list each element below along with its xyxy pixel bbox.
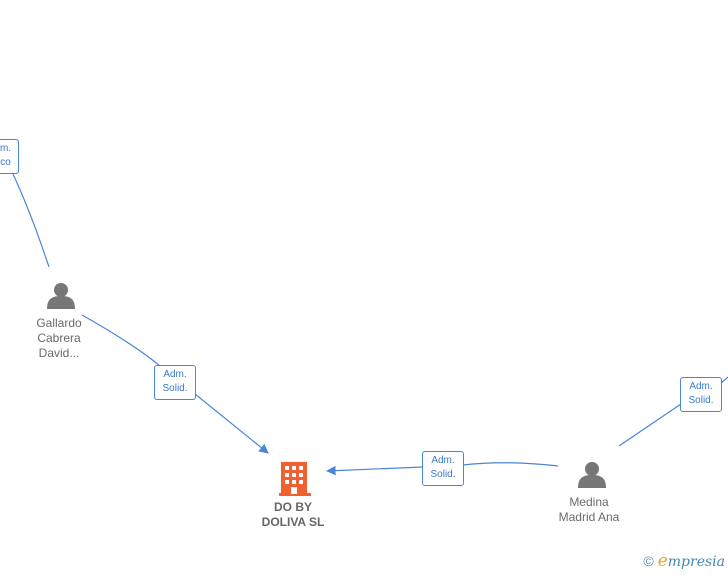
person-icon[interactable] xyxy=(47,283,75,309)
empresia-logo: ©empresia xyxy=(643,551,725,571)
edge-label-right[interactable]: Adm. Solid. xyxy=(680,377,722,412)
building-icon[interactable] xyxy=(279,462,311,496)
company-label[interactable]: DO BY DOLIVA SL xyxy=(261,500,325,529)
edge-label-top-left[interactable]: m. co xyxy=(0,139,19,174)
edge-gallardo-to-company xyxy=(81,314,268,453)
edge-top-left-to-gallardo xyxy=(11,171,50,268)
edge-label-gallardo-company[interactable]: Adm. Solid. xyxy=(154,365,196,400)
brand-initial: e xyxy=(657,551,668,571)
person-label-gallardo[interactable]: Gallardo Cabrera David... xyxy=(36,316,82,360)
brand-name: mpresia xyxy=(667,554,725,570)
edge-medina-to-company xyxy=(327,463,559,471)
edge-label-medina-company[interactable]: Adm. Solid. xyxy=(422,451,464,486)
person-label-medina[interactable]: Medina Madrid Ana xyxy=(558,495,620,524)
edge-medina-to-right xyxy=(618,403,682,447)
person-icon[interactable] xyxy=(578,462,606,488)
copyright-symbol: © xyxy=(643,553,654,569)
